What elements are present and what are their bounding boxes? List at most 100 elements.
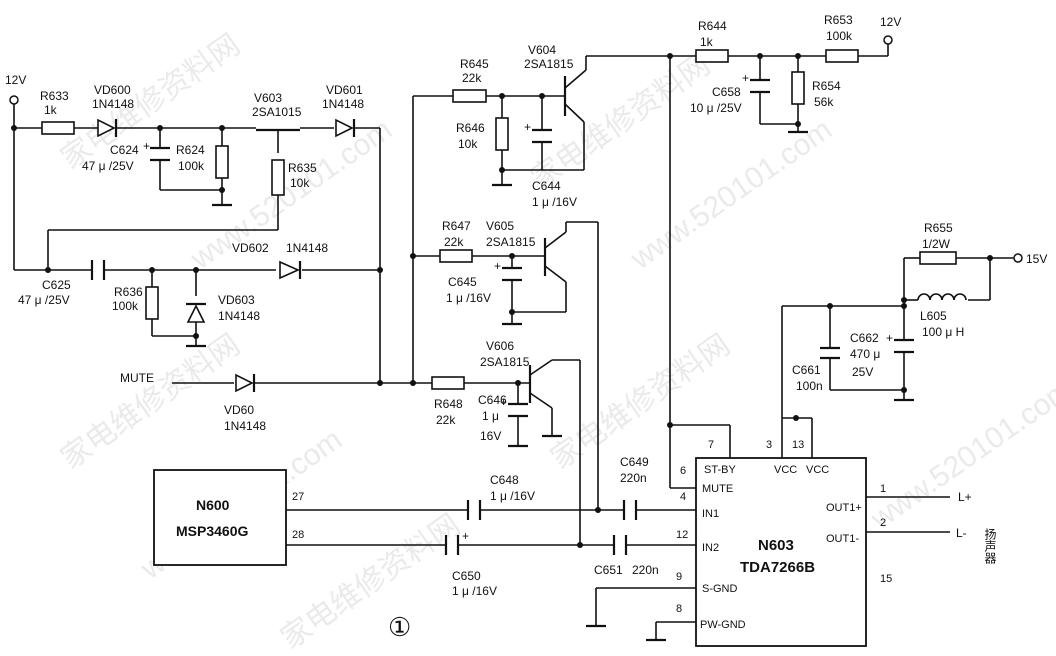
resistor-r645 (452, 89, 487, 103)
capacitor-c625 (90, 260, 106, 280)
n603-pin-name-in2: IN2 (702, 542, 719, 554)
label-r647-ref: R647 (442, 219, 471, 233)
svg-text:+: + (742, 71, 749, 85)
resistor-r655 (919, 251, 957, 265)
resistor-r644 (695, 49, 729, 63)
diodes (97, 118, 356, 393)
labels: 12V 12V 15V R633 1k VD600 1N4148 C624 47… (5, 13, 1047, 642)
svg-text:+: + (500, 395, 507, 409)
label-vd602-ref: VD602 (232, 241, 269, 255)
resistor-r646 (495, 117, 509, 151)
rail-12v-right: 12V (880, 15, 901, 29)
label-r645-val: 22k (462, 71, 482, 85)
label-r636-ref: R636 (114, 285, 143, 299)
label-c651-ref: C651 (594, 563, 623, 577)
watermark: www.520101.com (864, 373, 1056, 536)
label-c625-ref: C625 (42, 278, 71, 292)
diode-vd602 (279, 260, 302, 280)
svg-text:+: + (494, 259, 501, 273)
n603-pin-name-vcc2: VCC (806, 464, 829, 476)
label-vd601-ref: VD601 (326, 83, 363, 97)
n603-pin-name-vcc1: VCC (774, 464, 797, 476)
label-vd602-val: 1N4148 (286, 241, 328, 255)
label-c644-ref: C644 (532, 179, 561, 193)
label-c662-val2: 25V (852, 365, 873, 379)
terminal-15v (1013, 253, 1023, 263)
resistor-r635 (271, 159, 285, 196)
label-speaker: 扬声器 (983, 527, 997, 565)
capacitors: + + + + (90, 71, 914, 555)
resistors (41, 49, 957, 390)
chip-n600-part: MSP3460G (176, 523, 248, 539)
n603-pin-12: 12 (676, 529, 688, 541)
n603-pin-4: 4 (680, 491, 686, 503)
chip-n603-part: TDA7266B (740, 559, 815, 576)
label-r635-val: 10k (290, 176, 310, 190)
capacitor-c646: + (500, 395, 528, 418)
label-r654-val: 56k (814, 95, 834, 109)
label-v605-val: 2SA1815 (486, 235, 536, 249)
label-c648-val: 1 μ /16V (490, 489, 535, 503)
label-c661-ref: C661 (792, 363, 821, 377)
resistor-r633 (41, 121, 75, 135)
label-c624-val: 47 μ /25V (82, 159, 134, 173)
label-r655-ref: R655 (924, 221, 953, 235)
capacitor-c648 (466, 500, 482, 520)
label-c645-val: 1 μ /16V (446, 291, 491, 305)
n603-pin-13: 13 (792, 439, 804, 451)
label-v603-ref: V603 (254, 91, 282, 105)
resistor-r647 (439, 249, 473, 263)
label-r648-val: 22k (436, 413, 456, 427)
terminals (9, 35, 1023, 263)
n603-pin-8: 8 (676, 603, 682, 615)
n603-pin-name-in1: IN1 (702, 508, 719, 520)
label-c649-val: 220n (620, 471, 647, 485)
n600-pin-27: 27 (292, 491, 304, 503)
svg-text:+: + (462, 529, 469, 543)
label-c651-val: 220n (632, 563, 659, 577)
diode-vd600 (97, 118, 118, 138)
label-vd601-val: 1N4148 (322, 97, 364, 111)
diode-vd601 (335, 118, 356, 138)
label-r635-ref: R635 (288, 161, 317, 175)
label-v603-val: 2SA1015 (252, 105, 302, 119)
resistor-r624 (215, 145, 229, 179)
n600-pin-28: 28 (292, 529, 304, 541)
terminal-12v-right (883, 35, 893, 45)
capacitor-c650: + (444, 529, 469, 555)
n603-pin-name-mute: MUTE (702, 483, 733, 495)
n603-pin-7: 7 (708, 439, 714, 451)
n603-pin-3: 3 (766, 439, 772, 451)
label-r633-val: 1k (44, 103, 58, 117)
n603-pin-name-out1n: OUT1- (826, 533, 859, 545)
n603-pin-name-out1p: OUT1+ (826, 502, 862, 514)
chip-n600 (153, 469, 287, 566)
resistor-r653 (825, 49, 859, 63)
label-r624-val: 100k (178, 159, 205, 173)
ground-symbols (186, 130, 914, 642)
label-mute: MUTE (120, 371, 154, 385)
figure-number: ① (388, 612, 411, 642)
label-r644-ref: R644 (698, 19, 727, 33)
label-r653-ref: R653 (824, 13, 853, 27)
rail-12v-left: 12V (5, 73, 26, 87)
label-v604-ref: V604 (528, 43, 556, 57)
watermark: 家电维修资料网 (545, 328, 736, 475)
capacitor-c644: + (524, 120, 552, 144)
watermark: 家电维修资料网 (55, 328, 246, 475)
n603-pin-name-pwgnd: PW-GND (700, 619, 746, 631)
capacitor-c651 (612, 535, 628, 555)
capacitor-c645: + (494, 259, 522, 282)
label-c645-ref: C645 (448, 275, 477, 289)
label-c650-val: 1 μ /16V (452, 584, 497, 598)
label-r646-val: 10k (458, 137, 478, 151)
label-vd600-ref: VD600 (94, 83, 131, 97)
label-r654-ref: R654 (812, 79, 841, 93)
label-vd603-val: 1N4148 (218, 309, 260, 323)
label-c644-val: 1 μ /16V (532, 195, 577, 209)
n603-pin-name-stby: ST-BY (704, 464, 736, 476)
label-c658-ref: C658 (712, 85, 741, 99)
svg-text:+: + (886, 331, 893, 345)
label-c646-val2: 16V (480, 429, 501, 443)
